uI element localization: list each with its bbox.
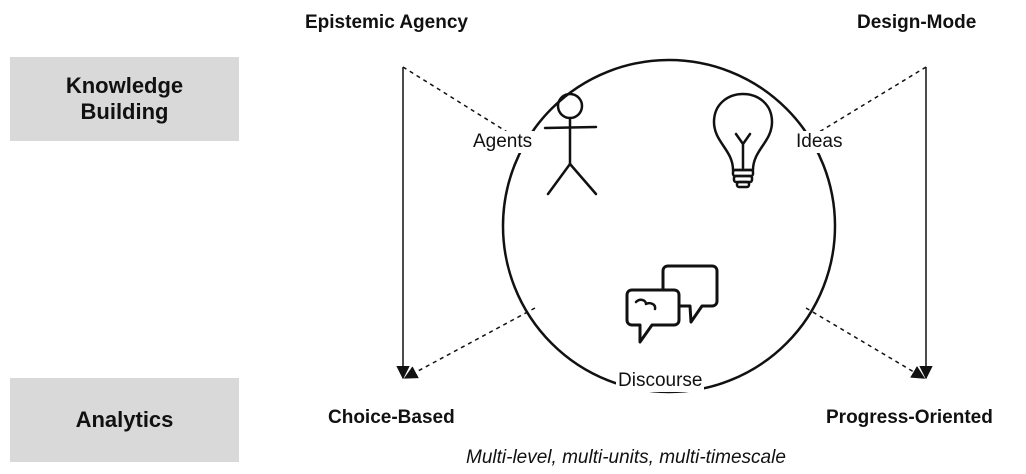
epistemic-agency-label: Epistemic Agency: [305, 12, 468, 33]
dashed-connector-top-right: [805, 66, 927, 141]
ideas-label: Ideas: [794, 131, 845, 153]
dashed-arrow-bottom-left: [403, 307, 536, 379]
analytics-label: Analytics: [75, 407, 174, 432]
choice-based-label: Choice-Based: [328, 407, 455, 428]
knowledge-circle: [501, 58, 837, 394]
lightbulb-icon: [712, 92, 774, 189]
agents-label: Agents: [471, 131, 535, 153]
design-mode-label: Design-Mode: [857, 12, 977, 33]
stick-figure-icon: [543, 92, 598, 196]
analytics-box: Analytics: [10, 378, 239, 462]
dashed-arrow-bottom-right: [805, 307, 926, 379]
discourse-label: Discourse: [616, 370, 705, 392]
dashed-connector-top-left: [402, 66, 521, 141]
progress-oriented-label: Progress-Oriented: [826, 407, 993, 428]
knowledge-building-box: Knowledge Building: [10, 57, 239, 141]
knowledge-building-label: Knowledge Building: [65, 73, 184, 124]
speech-bubbles-icon: [625, 264, 719, 344]
caption: Multi-level, multi-units, multi-timescal…: [466, 447, 786, 468]
